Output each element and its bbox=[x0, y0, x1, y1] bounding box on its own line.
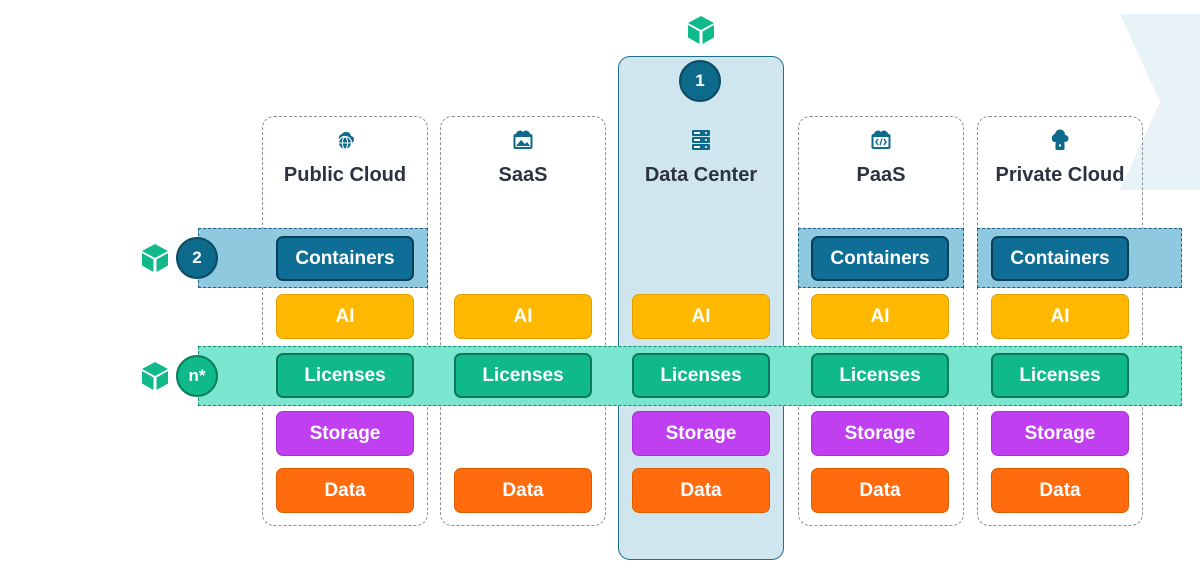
chip-ai: AI bbox=[991, 294, 1129, 339]
lock-cloud-icon bbox=[1051, 129, 1069, 150]
cube-icon bbox=[142, 362, 168, 390]
column-title-private-cloud: Private Cloud bbox=[995, 164, 1125, 186]
column-public-cloud bbox=[262, 116, 428, 526]
cube-icon bbox=[688, 16, 714, 44]
chip-licenses: Licenses bbox=[991, 353, 1129, 398]
chip-data: Data bbox=[811, 468, 949, 513]
chip-licenses: Licenses bbox=[454, 353, 592, 398]
chip-containers: Containers bbox=[811, 236, 949, 281]
browser-code-icon bbox=[871, 130, 891, 149]
server-rack-icon bbox=[692, 130, 710, 150]
globe-cloud-icon bbox=[337, 131, 355, 151]
chip-storage: Storage bbox=[811, 411, 949, 456]
column-title-public-cloud: Public Cloud bbox=[283, 164, 407, 186]
cube-icon bbox=[142, 244, 168, 272]
chip-data: Data bbox=[276, 468, 414, 513]
column-private-cloud bbox=[977, 116, 1143, 526]
browser-image-icon bbox=[513, 130, 533, 149]
chip-storage: Storage bbox=[632, 411, 770, 456]
chip-licenses: Licenses bbox=[811, 353, 949, 398]
chip-licenses: Licenses bbox=[276, 353, 414, 398]
column-saas bbox=[440, 116, 606, 526]
chip-data: Data bbox=[991, 468, 1129, 513]
chip-data: Data bbox=[632, 468, 770, 513]
chip-storage: Storage bbox=[991, 411, 1129, 456]
chevron-decoration bbox=[1120, 14, 1200, 190]
chip-data: Data bbox=[454, 468, 592, 513]
chip-ai: AI bbox=[632, 294, 770, 339]
column-title-data-center: Data Center bbox=[644, 164, 758, 186]
badge-containers: 2 bbox=[176, 237, 218, 279]
chip-storage: Storage bbox=[276, 411, 414, 456]
chip-ai: AI bbox=[276, 294, 414, 339]
badge-data-center: 1 bbox=[679, 60, 721, 102]
chip-containers: Containers bbox=[991, 236, 1129, 281]
badge-licenses: n* bbox=[176, 355, 218, 397]
chip-ai: AI bbox=[454, 294, 592, 339]
column-title-saas: SaaS bbox=[498, 164, 548, 186]
column-title-paas: PaaS bbox=[856, 164, 906, 186]
column-paas bbox=[798, 116, 964, 526]
chip-containers: Containers bbox=[276, 236, 414, 281]
chip-licenses: Licenses bbox=[632, 353, 770, 398]
chip-ai: AI bbox=[811, 294, 949, 339]
